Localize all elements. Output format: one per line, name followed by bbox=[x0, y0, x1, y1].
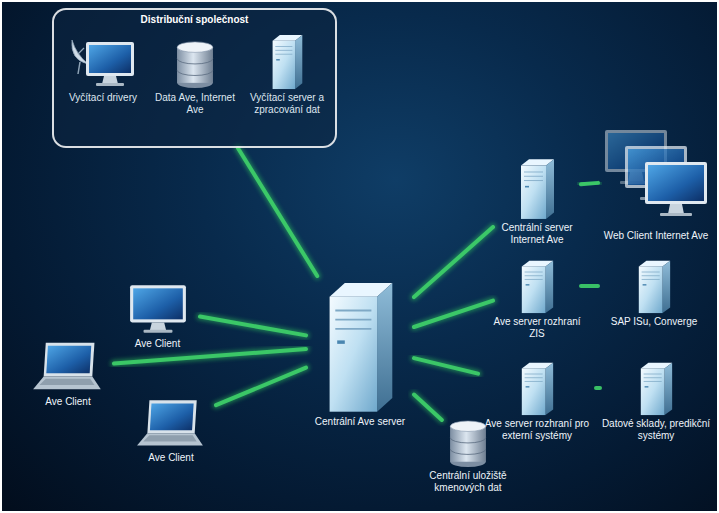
network-link bbox=[414, 301, 493, 327]
node-label: Ave Client bbox=[126, 452, 216, 464]
link-line bbox=[581, 283, 598, 290]
link-line bbox=[216, 368, 306, 406]
system-node: Data Ave, Internet Ave bbox=[152, 40, 238, 116]
laptop-icon bbox=[31, 340, 105, 394]
server-icon bbox=[517, 156, 557, 220]
db-icon bbox=[174, 40, 216, 90]
node-label: SAP ISu, Converge bbox=[598, 316, 710, 328]
link-line bbox=[414, 301, 493, 327]
system-node: Datové sklady, predikční systémy bbox=[600, 360, 712, 442]
link-line bbox=[596, 386, 600, 390]
system-node: Centrální uložiště kmenových dat bbox=[416, 420, 520, 494]
link-line bbox=[238, 148, 317, 276]
network-link bbox=[596, 388, 600, 389]
node-label: Centrální uložiště kmenových dat bbox=[416, 470, 520, 494]
node-label: Vyčítací drivery bbox=[60, 92, 146, 104]
node-label: Ave server rozhraní ZIS bbox=[493, 316, 581, 340]
dish-icon bbox=[68, 34, 138, 90]
node-label: Datové sklady, predikční systémy bbox=[600, 418, 712, 442]
server-icon bbox=[635, 258, 673, 314]
system-node: Centrální server Internet Ave bbox=[493, 156, 581, 246]
link-line bbox=[414, 358, 478, 374]
network-link bbox=[581, 183, 598, 184]
link-line bbox=[238, 148, 317, 276]
node-label: Web Client Internet Ave bbox=[598, 230, 714, 242]
link-line bbox=[581, 284, 598, 288]
node-label: Ave Client bbox=[115, 338, 200, 350]
link-line bbox=[414, 227, 493, 297]
link-line bbox=[414, 358, 478, 374]
network-link bbox=[216, 368, 306, 406]
link-line bbox=[414, 227, 493, 297]
link-line bbox=[216, 368, 306, 406]
server-icon bbox=[269, 32, 305, 90]
network-link bbox=[238, 148, 317, 276]
system-node: Vyčítací drivery bbox=[60, 34, 146, 104]
monitors-icon bbox=[601, 128, 711, 228]
link-line bbox=[114, 349, 306, 363]
system-node: Ave Client bbox=[115, 282, 200, 350]
link-line bbox=[200, 317, 306, 336]
server-icon bbox=[322, 276, 398, 414]
link-line bbox=[200, 317, 306, 336]
link-line bbox=[581, 183, 598, 184]
network-link bbox=[581, 286, 598, 287]
system-node: Ave server rozhraní ZIS bbox=[493, 258, 581, 340]
node-label: Centrální server Internet Ave bbox=[493, 222, 581, 246]
server-icon bbox=[518, 258, 556, 314]
system-node: SAP ISu, Converge bbox=[598, 258, 710, 328]
company-group: Distribuční společnostVyčítací drivery Da… bbox=[52, 8, 337, 148]
link-line bbox=[414, 395, 442, 421]
system-node: Ave server rozhraní pro externí systémy bbox=[478, 360, 596, 442]
node-label: Centrální Ave server bbox=[306, 416, 414, 428]
group-title: Distribuční společnost bbox=[54, 14, 335, 25]
system-node: Vyčítací server a zpracování dat bbox=[242, 32, 332, 116]
network-link bbox=[414, 358, 478, 374]
server-icon bbox=[637, 360, 675, 416]
db-icon bbox=[446, 420, 490, 468]
node-label: Ave Client bbox=[22, 396, 114, 408]
network-link bbox=[414, 227, 493, 297]
node-label: Data Ave, Internet Ave bbox=[152, 92, 238, 116]
node-label: Ave server rozhraní pro externí systémy bbox=[478, 418, 596, 442]
server-icon bbox=[518, 360, 556, 416]
network-link bbox=[200, 317, 306, 336]
network-link bbox=[114, 349, 306, 363]
system-node: Ave Client bbox=[126, 398, 216, 464]
system-node: Centrální Ave server bbox=[306, 276, 414, 428]
link-line bbox=[414, 395, 442, 421]
link-line bbox=[414, 301, 493, 327]
monitor-icon bbox=[127, 282, 189, 336]
node-label: Vyčítací server a zpracování dat bbox=[242, 92, 332, 116]
network-link bbox=[414, 395, 442, 421]
link-line bbox=[581, 183, 598, 184]
link-line bbox=[114, 349, 306, 363]
system-node: Web Client Internet Ave bbox=[598, 128, 714, 242]
link-line bbox=[596, 385, 600, 392]
system-node: Ave Client bbox=[22, 340, 114, 408]
laptop-icon bbox=[135, 398, 207, 450]
